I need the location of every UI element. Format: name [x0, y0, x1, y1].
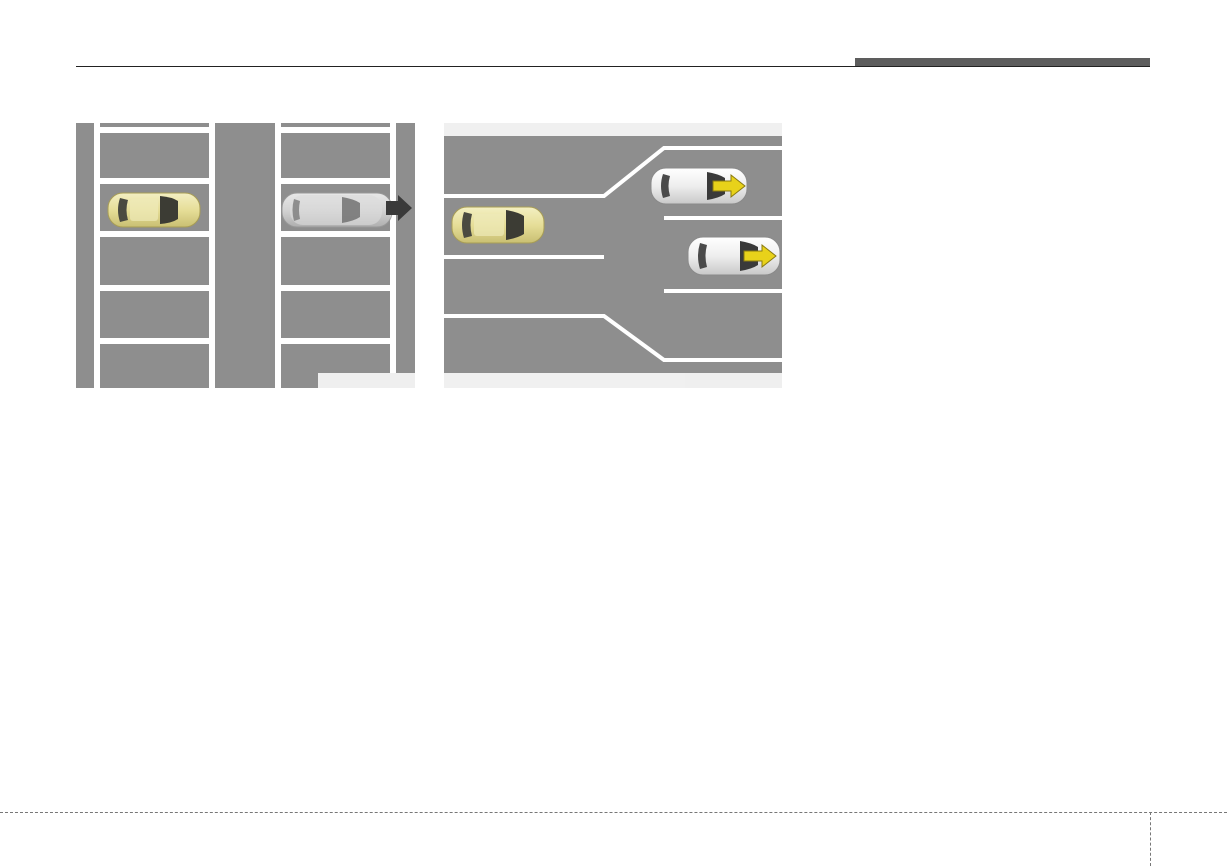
own-vehicle: [451, 206, 545, 244]
header-section-bar: [855, 58, 1150, 66]
figure-caption-code: [318, 373, 415, 388]
lane-markings: [444, 146, 782, 362]
reverse-direction-arrow: [386, 195, 412, 221]
footer-rule: [0, 812, 1227, 813]
warning-arrow-lower: [743, 243, 777, 269]
parking-lot-illustration: [76, 123, 415, 388]
header-rule: [76, 66, 1150, 67]
asphalt: [76, 123, 415, 388]
lane-merge-illustration: [444, 123, 782, 388]
adjacent-vehicle-upper: [650, 167, 748, 205]
footer-divider: [1150, 812, 1151, 866]
adjacent-vehicle-lower: [687, 236, 781, 276]
figure-caption-code: [685, 373, 782, 388]
warning-arrow-upper: [712, 173, 746, 199]
figure-parking-lot: [76, 123, 415, 388]
ghost-vehicle: [281, 192, 393, 228]
parking-column-right: [275, 123, 396, 388]
own-vehicle: [107, 192, 201, 228]
parking-column-left: [94, 123, 215, 388]
figure-lane-merge: [444, 123, 782, 388]
